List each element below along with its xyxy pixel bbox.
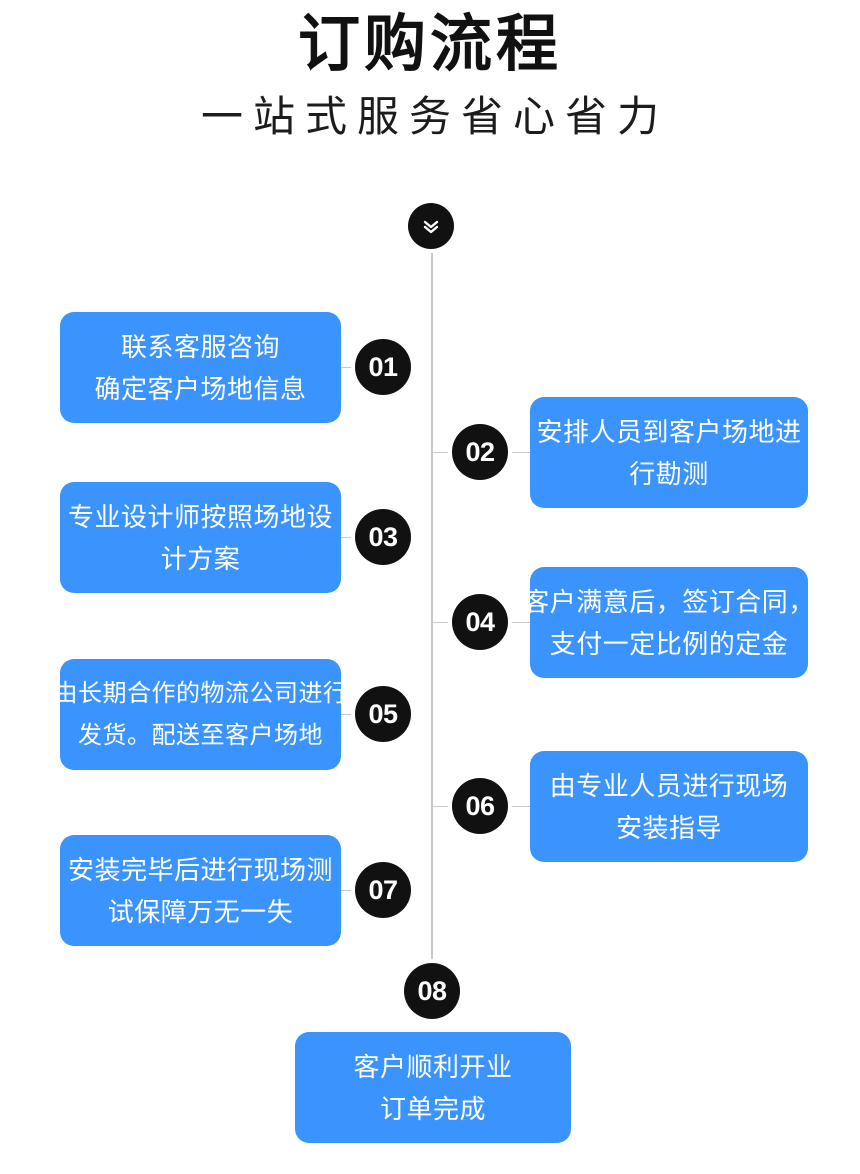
step-text-line: 订单完成 [379,1093,486,1124]
step-text-line: 发货。配送至客户场地 [78,721,323,749]
step-text-line: 支付一定比例的定金 [549,628,789,659]
step-box-03[interactable]: 专业设计师按照场地设 计方案 [60,482,341,593]
step-text-line: 行勘测 [629,458,709,489]
step-number-05: 05 [355,686,411,742]
step-box-07[interactable]: 安装完毕后进行现场测 试保障万无一失 [60,835,341,946]
step-box-05[interactable]: 由长期合作的物流公司进行 发货。配送至客户场地 [54,659,347,770]
step-text-line: 由长期合作的物流公司进行 [53,679,348,707]
step-text-line: 客户满意后，签订合同， [523,586,815,617]
step-text-line: 安装指导 [615,812,722,843]
step-text-line: 确定客户场地信息 [94,373,307,404]
timeline-start-marker [408,203,454,249]
page-subtitle: 一站式服务省心省力 [200,93,669,140]
step-text-line: 专业设计师按照场地设 [68,501,334,532]
step-text-line: 安排人员到客户场地进 [536,416,802,447]
step-box-01[interactable]: 联系客服咨询 确定客户场地信息 [60,312,341,423]
step-text-line: 由专业人员进行现场 [549,770,789,801]
timeline-spine [431,228,433,993]
step-number-04: 04 [452,594,508,650]
header: 订购流程 一站式服务省心省力 [0,0,860,144]
step-text-line: 联系客服咨询 [120,331,280,362]
step-text-line: 计方案 [160,543,241,574]
step-box-08[interactable]: 客户顺利开业 订单完成 [295,1032,571,1143]
step-number-08: 08 [404,963,460,1019]
step-box-06[interactable]: 由专业人员进行现场 安装指导 [530,751,808,862]
step-number-07: 07 [355,862,411,918]
step-number-03: 03 [355,509,411,565]
step-text-line: 客户顺利开业 [353,1051,513,1082]
step-number-06: 06 [452,778,508,834]
step-box-02[interactable]: 安排人员到客户场地进 行勘测 [530,397,808,508]
step-number-02: 02 [452,424,508,480]
step-number-01: 01 [355,339,411,395]
step-text-line: 试保障万无一失 [107,896,294,927]
step-text-line: 安装完毕后进行现场测 [68,854,334,885]
page-title: 订购流程 [297,10,562,79]
double-chevron-down-icon [420,215,442,237]
step-box-04[interactable]: 客户满意后，签订合同， 支付一定比例的定金 [523,567,814,678]
